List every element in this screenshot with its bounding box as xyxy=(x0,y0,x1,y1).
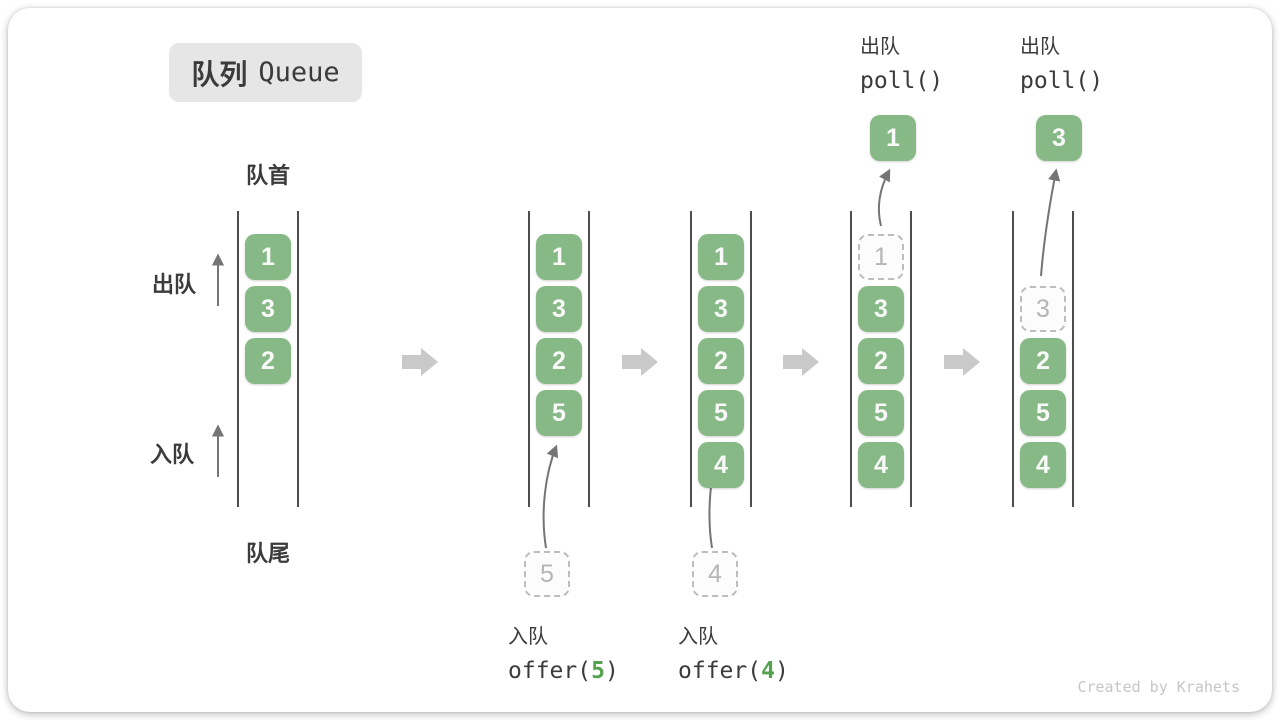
queue-item: 2 xyxy=(858,338,904,384)
queue-item: 1 xyxy=(536,234,582,280)
incoming-item-5: 5 xyxy=(524,551,570,597)
code-close: ) xyxy=(604,658,619,684)
code-fn: offer( xyxy=(678,658,762,684)
queue-item: 2 xyxy=(245,338,291,384)
queue-item: 4 xyxy=(858,442,904,488)
code-arg: 5 xyxy=(591,658,605,684)
title-zh: 队列 xyxy=(191,58,248,90)
queue-item: 2 xyxy=(698,338,744,384)
queue-item: 3 xyxy=(698,286,744,332)
queue-state-2: 1 3 2 5 xyxy=(528,211,590,507)
queue-state-5: 3 2 5 4 xyxy=(1012,211,1074,507)
offer5-code: offer(5) xyxy=(508,658,619,684)
poll1-code: poll() xyxy=(860,68,944,94)
queue-item: 5 xyxy=(1020,390,1066,436)
diagram-card xyxy=(8,8,1272,712)
offer4-label: 入队 xyxy=(678,626,718,648)
queue-item: 5 xyxy=(698,390,744,436)
queue-item: 5 xyxy=(536,390,582,436)
queue-item: 4 xyxy=(1020,442,1066,488)
enqueue-side-label: 入队 xyxy=(150,442,195,467)
poll1-label: 出队 xyxy=(860,36,900,58)
poll2-label: 出队 xyxy=(1020,36,1060,58)
dequeue-side-label: 出队 xyxy=(152,272,197,297)
title-box: 队列 Queue xyxy=(169,43,362,102)
poll1-operation: 出队 poll() xyxy=(860,30,943,94)
code-fn: offer( xyxy=(508,658,592,684)
queue-state-3: 1 3 2 5 4 xyxy=(690,211,752,507)
code-arg: 4 xyxy=(761,658,775,684)
queue-item: 2 xyxy=(1020,338,1066,384)
rear-label: 队尾 xyxy=(245,541,290,566)
queue-item: 3 xyxy=(536,286,582,332)
queue-item: 1 xyxy=(698,234,744,280)
incoming-item-4: 4 xyxy=(692,551,738,597)
queue-item: 4 xyxy=(698,442,744,488)
removed-item-slot: 1 xyxy=(858,234,904,280)
queue-item: 3 xyxy=(245,286,291,332)
poll2-operation: 出队 poll() xyxy=(1020,30,1103,94)
poll2-code: poll() xyxy=(1020,68,1104,94)
queue-state-1: 1 3 2 xyxy=(237,211,299,507)
removed-item-slot: 3 xyxy=(1020,286,1066,332)
popped-item-3: 3 xyxy=(1036,115,1082,161)
popped-item-1: 1 xyxy=(870,115,916,161)
offer4-operation: 入队 offer(4) xyxy=(678,620,789,684)
queue-state-4: 1 3 2 5 4 xyxy=(850,211,912,507)
title-en: Queue xyxy=(258,57,340,88)
queue-item: 5 xyxy=(858,390,904,436)
queue-item: 2 xyxy=(536,338,582,384)
queue-item: 1 xyxy=(245,234,291,280)
offer5-operation: 入队 offer(5) xyxy=(508,620,619,684)
front-label: 队首 xyxy=(245,163,290,188)
queue-item: 3 xyxy=(858,286,904,332)
offer5-label: 入队 xyxy=(508,626,548,648)
watermark: Created by Krahets xyxy=(1077,678,1240,696)
code-close: ) xyxy=(774,658,789,684)
offer4-code: offer(4) xyxy=(678,658,789,684)
